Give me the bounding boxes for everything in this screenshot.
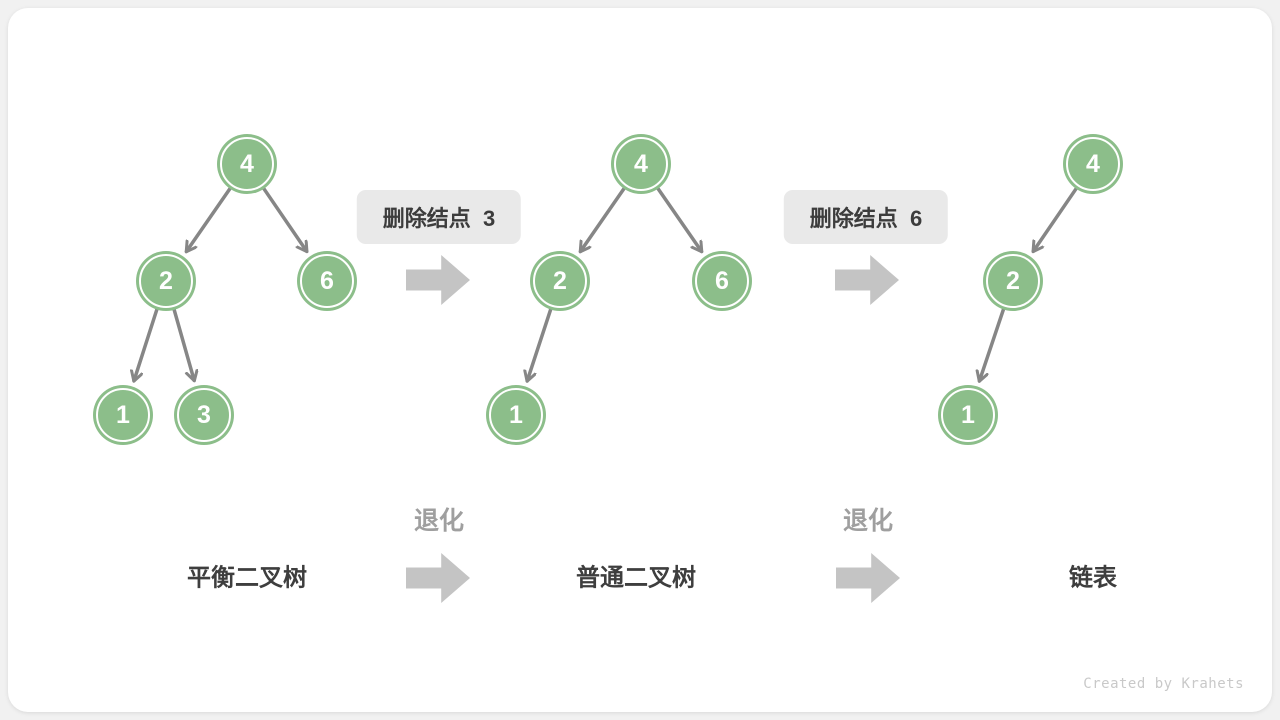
node-value: 4 xyxy=(634,149,648,178)
tree-edge xyxy=(580,186,627,252)
tree-edge xyxy=(1033,186,1079,251)
degrade-label: 退化 xyxy=(842,507,894,535)
ordinary-binary-tree-node-1: 1 xyxy=(486,385,546,445)
balanced-binary-tree-node-4: 4 xyxy=(217,134,277,194)
node-value: 6 xyxy=(320,266,334,295)
tree-edge xyxy=(261,186,306,251)
node-value: 1 xyxy=(116,400,130,429)
tree-edge xyxy=(186,186,233,252)
node-value: 4 xyxy=(240,149,254,178)
diagram-card xyxy=(8,8,1272,712)
node-value: 4 xyxy=(1086,149,1100,178)
node-value: 6 xyxy=(715,266,729,295)
delete-node-3-label: 删除结点 3 xyxy=(356,190,522,244)
linked-list-node-1: 1 xyxy=(938,385,998,445)
linked-list-node-2: 2 xyxy=(983,251,1043,311)
tree-edge xyxy=(979,306,1006,380)
node-value: 2 xyxy=(553,266,567,295)
tree-edge xyxy=(527,306,553,381)
node-value: 3 xyxy=(197,400,211,429)
degrade-label: 退化 xyxy=(413,507,465,535)
balanced-binary-tree-node-3: 3 xyxy=(174,385,234,445)
node-value: 2 xyxy=(159,266,173,295)
balanced-binary-tree-node-1: 1 xyxy=(93,385,153,445)
watermark-credit: Created by Krahets xyxy=(1083,676,1244,692)
delete-node-6-label: 删除结点 6 xyxy=(783,190,949,244)
balanced-binary-tree-node-2: 2 xyxy=(136,251,196,311)
balanced-binary-tree-node-6: 6 xyxy=(297,251,357,311)
tree-edge xyxy=(134,306,159,381)
node-value: 1 xyxy=(961,400,975,429)
node-value: 1 xyxy=(509,400,523,429)
node-value: 2 xyxy=(1006,266,1020,295)
tree-edge xyxy=(172,307,194,380)
ordinary-binary-tree-node-4: 4 xyxy=(611,134,671,194)
stage-label-balanced-binary-tree: 平衡二叉树 xyxy=(187,564,307,592)
stage-label-linked-list: 链表 xyxy=(1069,564,1117,592)
ordinary-binary-tree-node-2: 2 xyxy=(530,251,590,311)
ordinary-binary-tree-node-6: 6 xyxy=(692,251,752,311)
linked-list-node-4: 4 xyxy=(1063,134,1123,194)
stage-label-ordinary-binary-tree: 普通二叉树 xyxy=(576,564,696,592)
tree-edge xyxy=(655,186,702,252)
